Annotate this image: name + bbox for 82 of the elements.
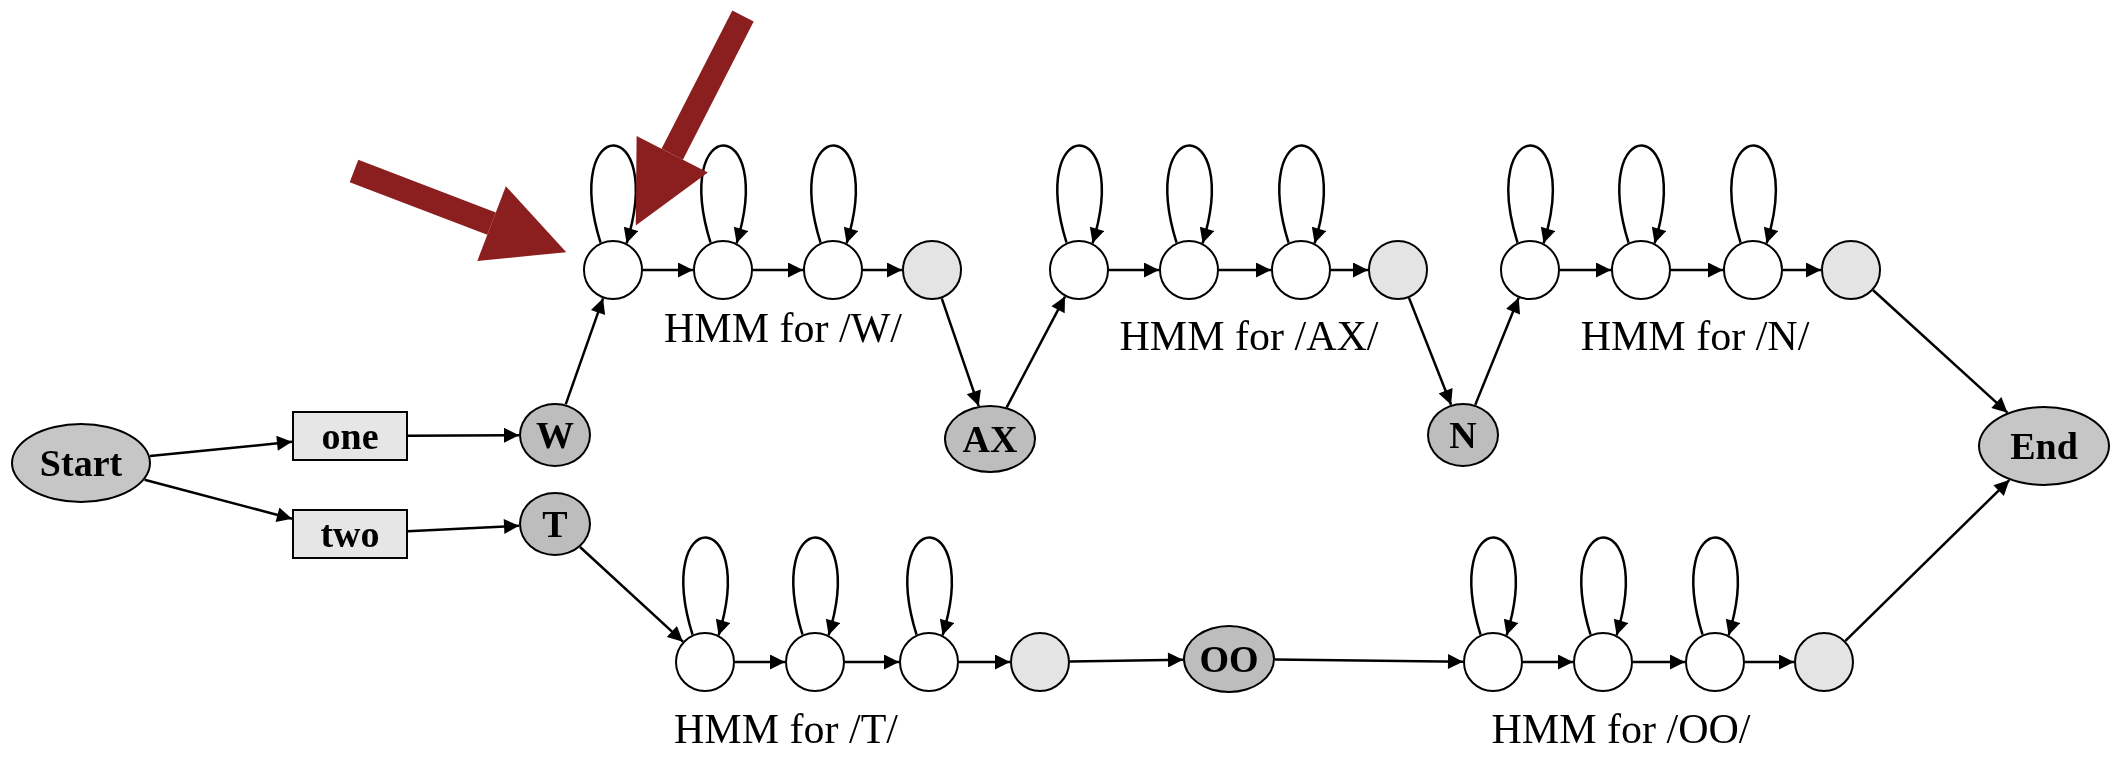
arrow [1523,654,1573,670]
arrow [1005,295,1067,408]
arrow [845,654,899,670]
word-box [292,509,408,559]
self-loop-arrow [810,144,858,244]
hmm-exit-circle [1794,632,1854,692]
hmm-exit-circle [1010,632,1070,692]
hmm-state-circle [1463,632,1523,692]
self-loop-arrow [1470,536,1518,636]
pointer-arrow [349,159,567,261]
hmm-state-circle [675,632,735,692]
self-loop-arrow [1507,144,1555,244]
arrow [407,519,520,534]
hmm-state-circle [1159,240,1219,300]
arrow [1783,262,1821,278]
node-label: T [542,505,568,543]
self-loop-arrow [1692,536,1740,636]
self-loop-arrow [1580,536,1628,636]
arrow [959,654,1010,670]
hmm-state-circle [1500,240,1560,300]
hmm-caption: HMM for /OO/ [1491,705,1751,753]
self-loop-arrow [1730,144,1778,244]
arrow [144,478,293,523]
hmm-caption: HMM for /W/ [664,304,902,352]
hmm-exit-circle [1821,240,1881,300]
arrow [940,297,981,407]
node-label: OO [1199,640,1259,678]
arrow [735,654,785,670]
hmm-state-circle [803,240,863,300]
arrow [1070,652,1184,668]
self-loop-arrow [906,536,954,636]
arrow [1745,654,1794,670]
arrow [1671,262,1723,278]
arrow [149,435,293,458]
arrow [579,546,684,643]
arrow [1474,297,1520,406]
arrow [643,262,693,278]
arrow [1331,262,1368,278]
hmm-state-circle [899,632,959,692]
hmm-exit-circle [902,240,962,300]
self-loop-arrow [792,536,840,636]
hmm-state-circle [1049,240,1109,300]
hmm-state-circle [1573,632,1633,692]
node-label: AX [962,420,1018,458]
node-label: one [321,417,379,455]
hmm-state-circle [693,240,753,300]
arrow [1844,479,2011,642]
hmm-state-circle [1685,632,1745,692]
hmm-exit-circle [1368,240,1428,300]
arrow [564,297,606,405]
arrow [1872,289,2009,414]
node-label: End [2010,427,2078,465]
hmm-state-circle [1611,240,1671,300]
arrow [408,427,519,443]
arrow [1219,262,1271,278]
self-loop-arrow [1618,144,1666,244]
arrow [1407,297,1453,406]
node-label: two [320,515,380,553]
self-loop-arrow [1056,144,1104,244]
word-box [292,411,408,461]
hmm-caption: HMM for /T/ [674,705,898,753]
self-loop-arrow [1278,144,1326,244]
hmm-state-circle [1723,240,1783,300]
arrow [1633,654,1685,670]
node-label: Start [39,444,123,482]
self-loop-arrow [682,536,730,636]
arrow [1274,654,1463,669]
hmm-state-circle [1271,240,1331,300]
node-label: W [536,416,574,454]
arrow [1560,262,1611,278]
pointer-arrow [635,10,754,226]
hmm-state-circle [785,632,845,692]
hmm-caption: HMM for /AX/ [1119,312,1379,360]
hmm-state-circle [583,240,643,300]
node-label: N [1449,416,1477,454]
self-loop-arrow [1166,144,1214,244]
arrow [1109,262,1159,278]
hmm-caption: HMM for /N/ [1580,312,1810,360]
arrow [863,262,902,278]
arrow [753,262,803,278]
self-loop-arrow [590,144,638,244]
self-loop-arrow [700,144,748,244]
